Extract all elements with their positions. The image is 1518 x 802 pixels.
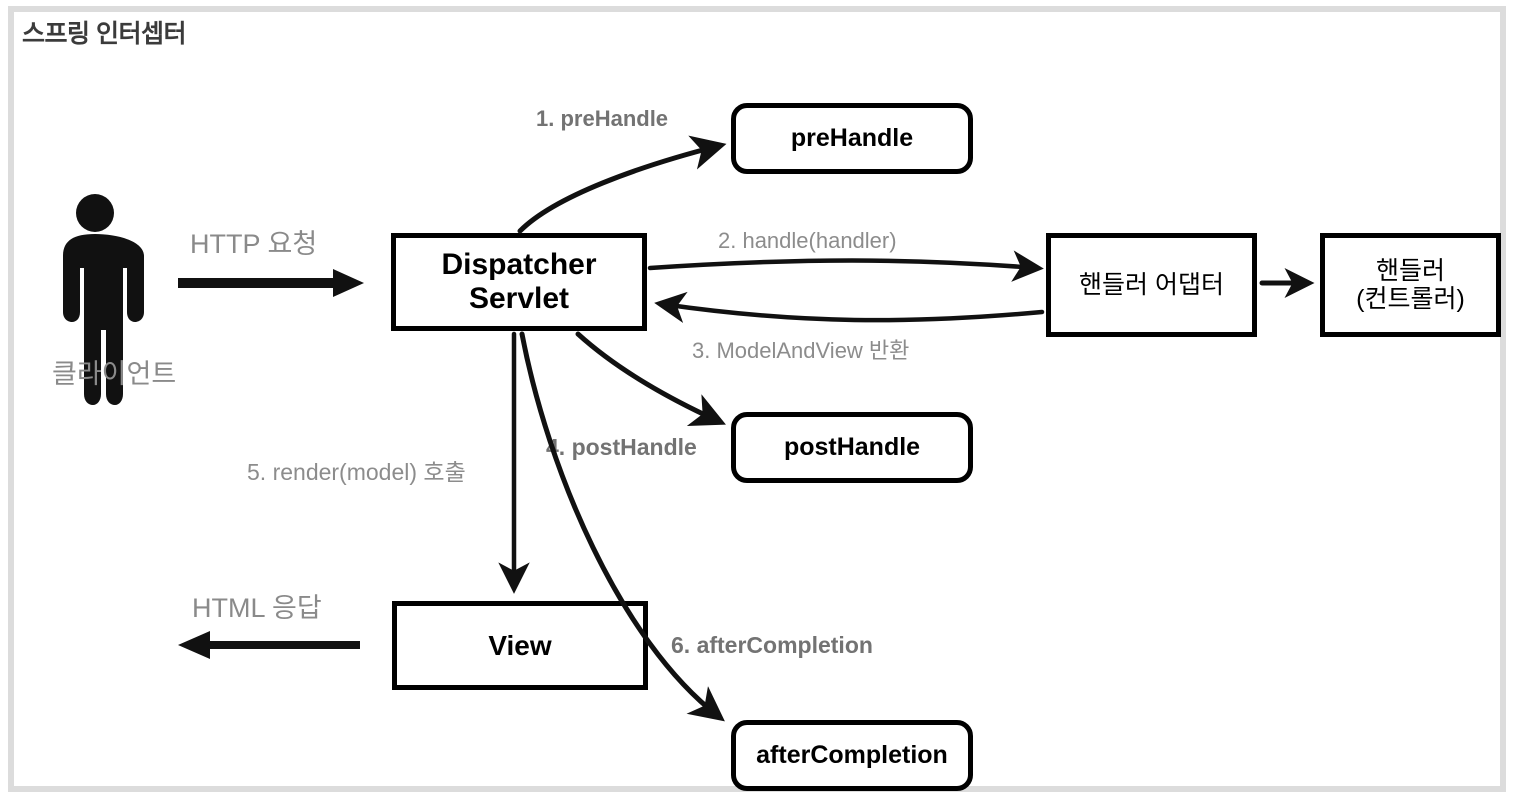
node-handler-adapter[interactable]: 핸들러 어댑터 bbox=[1046, 233, 1257, 337]
edge-step4-posthandle bbox=[575, 331, 726, 427]
handler-line-1: 핸들러 bbox=[1375, 256, 1445, 285]
dispatcher-line-2: Servlet bbox=[468, 282, 570, 315]
edge-label-http-request: HTTP 요청 bbox=[190, 229, 318, 259]
http-request-arrow bbox=[178, 269, 364, 297]
node-prehandle[interactable]: preHandle bbox=[731, 103, 973, 174]
edge-label-step6: 6. afterCompletion bbox=[671, 632, 873, 658]
node-dispatcher-servlet[interactable]: Dispatcher Servlet bbox=[391, 233, 647, 331]
node-label-posthandle: postHandle bbox=[783, 433, 921, 462]
node-label-aftercompletion: afterCompletion bbox=[756, 741, 948, 770]
edge-step3-modelandview bbox=[654, 291, 1045, 323]
node-posthandle[interactable]: postHandle bbox=[731, 412, 973, 483]
edge-label-step3: 3. ModelAndView 반환 bbox=[692, 338, 910, 363]
edge-label-step4: 4. postHandle bbox=[546, 434, 697, 460]
dispatcher-line-1: Dispatcher bbox=[441, 247, 597, 281]
edge-step1-prehandle bbox=[517, 135, 727, 234]
html-response-arrow bbox=[178, 631, 360, 659]
actor-label-client: 클라이언트 bbox=[52, 359, 177, 389]
node-label-prehandle: preHandle bbox=[790, 124, 914, 153]
edge-step6-aftercompletion bbox=[519, 331, 725, 722]
edge-label-html-response: HTML 응답 bbox=[192, 593, 322, 623]
edge-step2-handle bbox=[647, 250, 1044, 282]
node-label-handler-controller: 핸들러 (컨트롤러) bbox=[1356, 257, 1465, 314]
node-label-view: View bbox=[488, 629, 552, 661]
node-label-dispatcher: Dispatcher Servlet bbox=[441, 248, 596, 316]
edge-label-step5: 5. render(model) 호출 bbox=[247, 459, 466, 485]
node-label-handler-adapter: 핸들러 어댑터 bbox=[1079, 270, 1224, 299]
page-title: 스프링 인터셉터 bbox=[22, 20, 186, 48]
edge-label-step1: 1. preHandle bbox=[536, 106, 669, 131]
node-view[interactable]: View bbox=[392, 601, 648, 690]
person-icon bbox=[63, 194, 144, 405]
handler-line-2: (컨트롤러) bbox=[1356, 285, 1465, 313]
node-handler-controller[interactable]: 핸들러 (컨트롤러) bbox=[1320, 233, 1501, 337]
edge-label-step2: 2. handle(handler) bbox=[718, 228, 897, 253]
